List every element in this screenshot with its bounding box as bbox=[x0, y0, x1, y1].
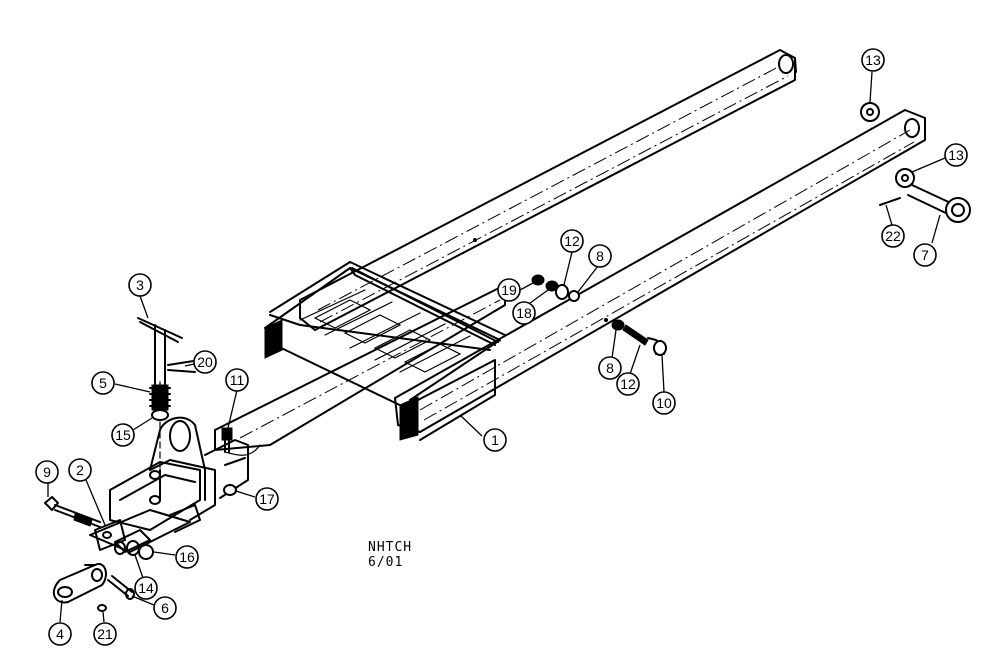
svg-text:5: 5 bbox=[99, 375, 107, 391]
nut-part-21 bbox=[97, 604, 107, 612]
callout-21: 21 bbox=[93, 622, 117, 646]
callout-12-upper: 12 bbox=[560, 229, 584, 253]
callout-2: 2 bbox=[68, 458, 92, 482]
svg-text:8: 8 bbox=[606, 360, 614, 376]
callout-19: 19 bbox=[497, 278, 521, 302]
svg-text:6: 6 bbox=[161, 600, 169, 616]
svg-text:20: 20 bbox=[197, 354, 213, 370]
callout-15: 15 bbox=[111, 423, 135, 447]
callout-3: 3 bbox=[128, 273, 152, 297]
callout-13-upper: 13 bbox=[861, 48, 885, 72]
svg-text:12: 12 bbox=[564, 233, 580, 249]
callout-11: 11 bbox=[225, 368, 249, 392]
svg-text:7: 7 bbox=[921, 247, 929, 263]
bushing-part-6 bbox=[107, 575, 135, 600]
callout-20: 20 bbox=[193, 350, 217, 374]
svg-text:12: 12 bbox=[620, 376, 636, 392]
rail-far bbox=[299, 49, 797, 331]
callout-5: 5 bbox=[91, 371, 115, 395]
svg-text:2: 2 bbox=[76, 462, 84, 478]
washer-part-16 bbox=[138, 544, 154, 560]
bolt-part-11 bbox=[221, 427, 233, 453]
svg-text:21: 21 bbox=[97, 626, 113, 642]
svg-text:22: 22 bbox=[885, 228, 901, 244]
drawing-code-line2: 6/01 bbox=[368, 555, 403, 570]
svg-text:13: 13 bbox=[865, 52, 881, 68]
callout-8-upper: 8 bbox=[588, 244, 612, 268]
callout-13-lower: 13 bbox=[944, 143, 968, 167]
svg-text:14: 14 bbox=[138, 580, 154, 596]
leader-lines bbox=[47, 71, 946, 623]
callout-17: 17 bbox=[255, 487, 279, 511]
washer-part-15 bbox=[151, 409, 169, 421]
svg-text:8: 8 bbox=[596, 248, 604, 264]
bolt-stack-lower bbox=[604, 318, 667, 356]
rail-near bbox=[394, 109, 926, 433]
callout-1: 1 bbox=[483, 428, 507, 452]
drawing-code-line1: NHTCH bbox=[368, 540, 412, 555]
pin-part-14 bbox=[114, 529, 151, 556]
callout-22: 22 bbox=[881, 224, 905, 248]
svg-text:3: 3 bbox=[136, 277, 144, 293]
pivot-pin-part-7 bbox=[860, 102, 971, 223]
nut-part-17 bbox=[223, 484, 237, 496]
svg-text:10: 10 bbox=[656, 395, 672, 411]
callout-18: 18 bbox=[512, 301, 536, 325]
svg-text:13: 13 bbox=[948, 147, 964, 163]
callout-10: 10 bbox=[652, 391, 676, 415]
lunette-part-4 bbox=[52, 563, 107, 604]
svg-text:16: 16 bbox=[179, 549, 195, 565]
callout-4: 4 bbox=[48, 622, 72, 646]
callout-16: 16 bbox=[175, 545, 199, 569]
svg-text:1: 1 bbox=[491, 432, 499, 448]
callout-14: 14 bbox=[134, 576, 158, 600]
svg-text:19: 19 bbox=[501, 282, 517, 298]
callout-6: 6 bbox=[153, 596, 177, 620]
callout-7: 7 bbox=[913, 243, 937, 267]
spring-part-5 bbox=[149, 384, 171, 411]
callout-8-lower: 8 bbox=[598, 356, 622, 380]
svg-text:9: 9 bbox=[43, 464, 51, 480]
cross-frame bbox=[264, 261, 506, 441]
callout-12-lower: 12 bbox=[616, 372, 640, 396]
callout-9: 9 bbox=[35, 460, 59, 484]
bolt-stack-upper bbox=[473, 238, 580, 302]
svg-text:17: 17 bbox=[259, 491, 275, 507]
svg-text:11: 11 bbox=[230, 372, 245, 388]
tongue-tube bbox=[214, 284, 506, 456]
bolt-part-9 bbox=[44, 496, 101, 528]
svg-text:18: 18 bbox=[516, 305, 532, 321]
svg-text:4: 4 bbox=[56, 626, 64, 642]
svg-text:15: 15 bbox=[115, 427, 131, 443]
